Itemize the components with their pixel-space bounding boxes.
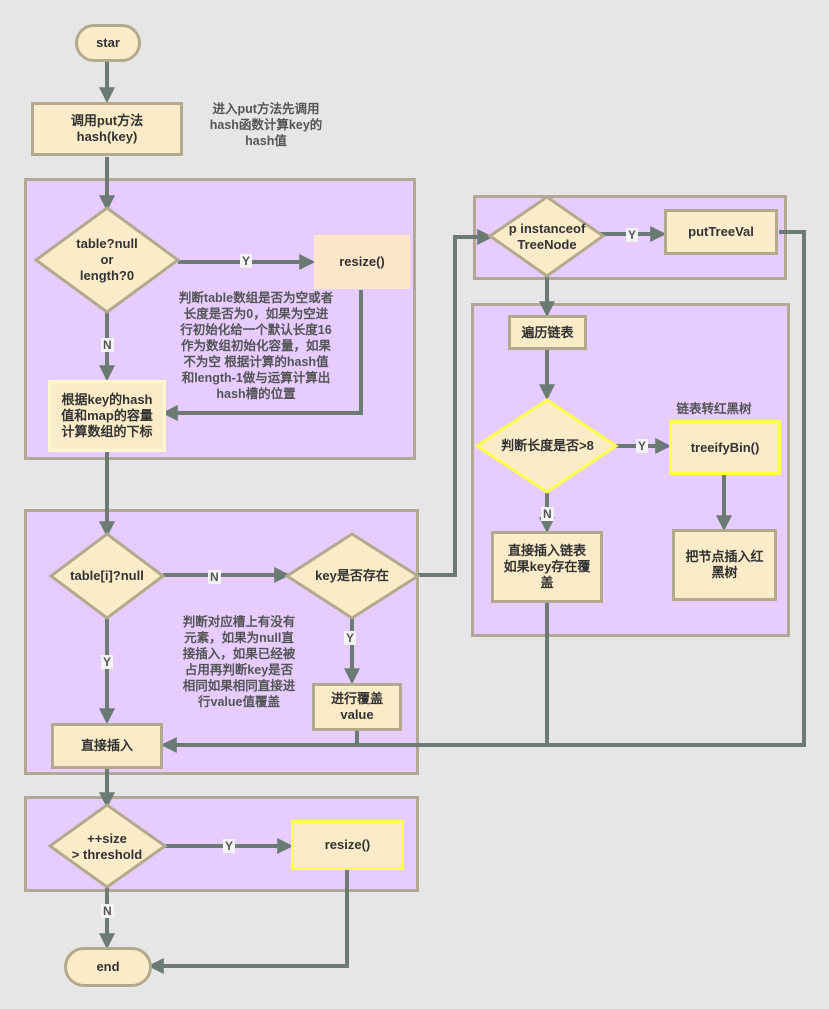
traverse-list-box: 遍历链表 — [508, 315, 587, 350]
decision-slot-null-label: table[i]?null — [70, 568, 144, 583]
slot-note: 判断对应槽上有没有 元素，如果为null直 接插入，如果已经被 占用再判断key… — [182, 615, 296, 709]
end-terminal: end — [64, 947, 152, 987]
treeify-bin-box: treeifyBin() — [669, 420, 781, 475]
decision-instanceof-label: p instanceof TreeNode — [508, 221, 586, 252]
edge-label-len-yes: Y — [636, 439, 649, 453]
decision-slot-null — [48, 532, 166, 620]
edge-resize-to-end — [147, 869, 349, 974]
overwrite-box: 进行覆盖 value — [312, 683, 402, 731]
decision-instanceof — [487, 195, 606, 278]
edge-key-to-instanceof — [418, 229, 494, 577]
treeify-note: 链表转红黑树 — [676, 402, 752, 416]
edge-label-table-yes: Y — [240, 254, 253, 268]
edge-resize-to-index — [161, 290, 363, 421]
decision-key-exists — [284, 532, 421, 620]
call-put-box: 调用put方法 hash(key) — [31, 102, 183, 156]
hash-note: 进入put方法先调用 hash函数计算key的 hash值 — [209, 102, 323, 148]
edge-label-slot-yes: Y — [101, 655, 114, 669]
resize-box-1: resize() — [314, 235, 410, 289]
list-insert-box: 直接插入链表 如果key存在覆 盖 — [491, 531, 603, 603]
decision-size-label: ++size > threshold — [71, 831, 143, 862]
start-terminal: star — [75, 24, 141, 62]
edge-label-len-no: N — [541, 507, 554, 521]
edge-label-key-yes: Y — [344, 631, 357, 645]
direct-insert-box: 直接插入 — [51, 723, 163, 769]
put-tree-val-box: putTreeVal — [664, 209, 778, 255]
edge-label-size-no: N — [101, 904, 114, 918]
decision-key-exists-label: key是否存在 — [315, 568, 389, 583]
decision-size-threshold — [47, 803, 168, 889]
decision-length-label: 判断长度是否>8 — [501, 438, 594, 453]
edge-puttree-to-insert — [160, 230, 806, 753]
edge-label-size-yes: Y — [223, 839, 236, 853]
table-note: 判断table数组是否为空或者 长度是否为0，如果为空进 行初始化给一个默认长度… — [178, 291, 334, 401]
edge-label-table-no: N — [101, 338, 114, 352]
decision-table-null — [33, 206, 181, 314]
decision-table-null-label: table?null or length?0 — [76, 236, 138, 283]
index-calc-box: 根据key的hash 值和map的容量 计算数组的下标 — [48, 380, 166, 452]
resize-box-2: resize() — [291, 820, 404, 870]
decision-length-gt-8 — [474, 398, 619, 494]
edge-label-tree-yes: Y — [626, 228, 639, 242]
tree-insert-box: 把节点插入红 黑树 — [672, 529, 777, 601]
edge-label-slot-no: N — [208, 570, 221, 584]
